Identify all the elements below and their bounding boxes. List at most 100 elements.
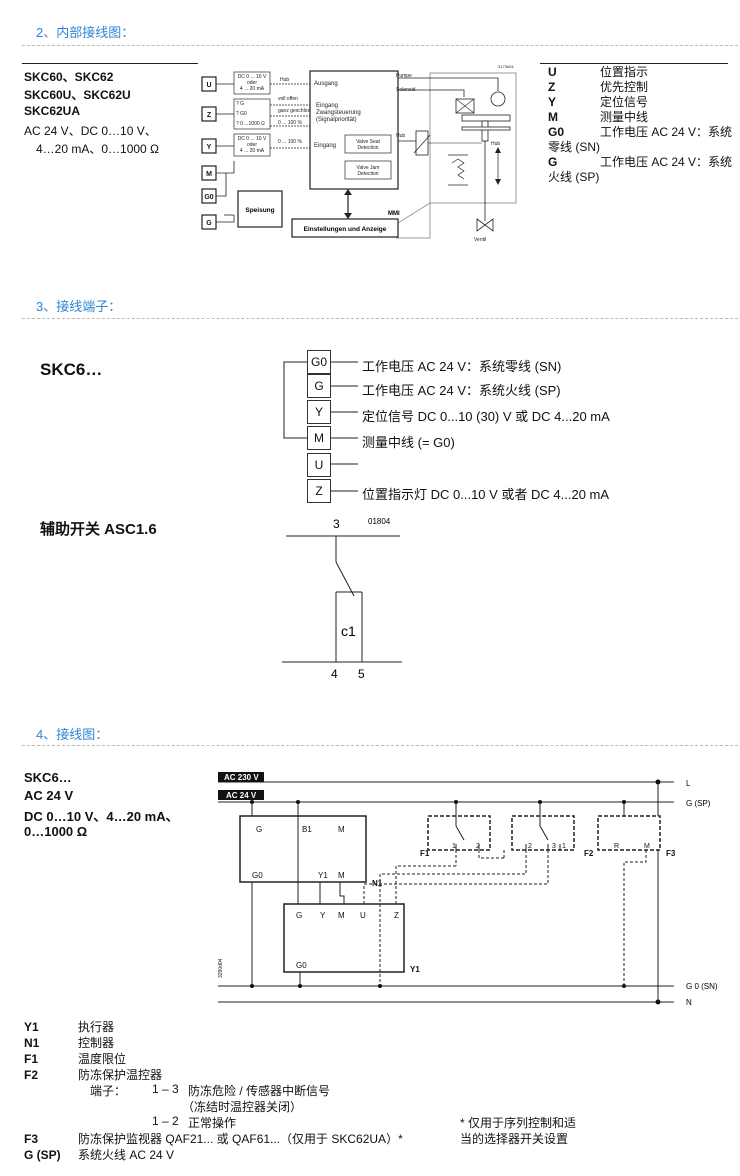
svg-text:2: 2: [476, 843, 480, 850]
f2-terminal-b-text: 正常操作: [188, 1116, 237, 1130]
svg-text:? G0: ? G0: [236, 111, 247, 117]
svg-text:Y1: Y1: [410, 965, 420, 974]
section-4-divider: [22, 745, 738, 746]
model-signal-range: 4…20 mA、0…1000 Ω: [36, 142, 160, 156]
wiring-signal: DC 0…10 V、4…20 mA、: [24, 809, 179, 824]
diag-term-g: G: [206, 220, 212, 227]
wiring-model: SKC6…: [24, 770, 72, 785]
svg-text:4 ... 20 mA: 4 ... 20 mA: [240, 86, 265, 92]
svg-text:Hub: Hub: [491, 141, 500, 147]
svg-text:0 ... 100 %: 0 ... 100 %: [278, 120, 302, 126]
svg-text:G 0 (SN): G 0 (SN): [686, 982, 718, 991]
svg-text:Ventil: Ventil: [474, 237, 486, 243]
diag-term-m: M: [206, 171, 212, 178]
svg-text:MMI: MMI: [388, 211, 400, 217]
svg-text:ganz geschlossen: ganz geschlossen: [278, 108, 318, 114]
section-3-divider: [22, 318, 738, 319]
svg-text:U: U: [360, 911, 366, 920]
svg-text:c1: c1: [341, 623, 356, 639]
terminal-desc-z: 位置指示灯 DC 0...10 V 或者 DC 4...20 mA: [362, 487, 610, 502]
internal-wiring-diagram: U Z Y M G0 G DC 0 ... 10 V oder 4 ... 20…: [198, 63, 540, 248]
svg-text:N: N: [686, 998, 692, 1007]
svg-text:1: 1: [562, 843, 566, 850]
svg-text:5: 5: [358, 667, 365, 681]
svg-text:? G: ? G: [236, 101, 244, 107]
svg-text:DC 0 ... 10 V: DC 0 ... 10 V: [238, 136, 267, 142]
svg-text:Ausgang: Ausgang: [314, 81, 338, 87]
svg-text:Z: Z: [394, 911, 399, 920]
svg-text:G0: G0: [296, 961, 307, 970]
f2-terminal-label: 端子：: [90, 1084, 127, 1098]
svg-text:Eingang: Eingang: [314, 143, 336, 149]
svg-text:F3: F3: [666, 849, 676, 858]
wiring-signal-2: 0…1000 Ω: [24, 824, 88, 839]
f2-terminal-a-key: 1 – 3: [152, 1082, 179, 1096]
terminal-desc-g: 工作电压 AC 24 V：系统火线 (SP): [362, 383, 561, 398]
diag-term-u: U: [206, 82, 211, 89]
svg-text:N1: N1: [372, 879, 383, 888]
terminal-desc-m: 测量中线 (= G0): [362, 435, 455, 450]
svg-text:DC 0 ... 10 V: DC 0 ... 10 V: [238, 74, 267, 80]
diag-term-g0: G0: [204, 194, 213, 201]
svg-text:Y1: Y1: [318, 871, 328, 880]
section-2-heading: 2、内部接线图：: [36, 25, 135, 40]
svg-text:2: 2: [528, 843, 532, 850]
footnote-line-1: * 仅用于序列控制和适: [460, 1116, 577, 1130]
svg-text:Detection: Detection: [357, 145, 378, 151]
svg-text:Zwangsteuerung: Zwangsteuerung: [316, 110, 361, 116]
legend-gsp: G (SP)系统火线 AC 24 V: [24, 1148, 175, 1162]
svg-text:oder: oder: [247, 80, 257, 86]
svg-text:Detection: Detection: [357, 171, 378, 177]
svg-text:M: M: [338, 911, 345, 920]
svg-text:B1: B1: [302, 825, 312, 834]
terminal-u: U: [307, 453, 331, 477]
terminal-g0: G0: [307, 350, 331, 374]
terminal-z: Z: [307, 479, 331, 503]
footnote-line-2: 当的选择器开关设置: [460, 1132, 569, 1146]
svg-text:? 0 ...1000 Ω: ? 0 ...1000 Ω: [236, 121, 265, 127]
svg-text:4: 4: [331, 667, 338, 681]
aux-switch-diagram: 3 01804 c1 4 5: [282, 517, 402, 681]
section-2-divider: [22, 45, 738, 46]
aux-switch-title: 辅助开关 ASC1.6: [40, 521, 157, 538]
section-4-heading: 4、接线图：: [36, 727, 109, 742]
terminal-m: M: [307, 426, 331, 450]
svg-text:F1: F1: [420, 849, 430, 858]
svg-text:G: G: [296, 911, 302, 920]
svg-text:AC 24 V: AC 24 V: [226, 791, 257, 800]
svg-text:Hub: Hub: [396, 133, 405, 139]
terminal-connector-lines: [283, 361, 358, 492]
svg-text:3: 3: [552, 843, 556, 850]
wiring-supply: AC 24 V: [24, 788, 74, 803]
svg-text:AC 230 V: AC 230 V: [224, 773, 259, 782]
svg-text:M: M: [644, 843, 650, 850]
svg-text:0 ... 100 %: 0 ... 100 %: [278, 139, 302, 145]
svg-text:Valve Seat: Valve Seat: [356, 139, 380, 145]
internal-desc-g-cont: 火线 (SP): [548, 170, 600, 184]
svg-text:G: G: [256, 825, 262, 834]
svg-text:R: R: [614, 843, 619, 850]
svg-text:3290d04: 3290d04: [218, 958, 224, 978]
svg-text:Y: Y: [320, 911, 326, 920]
svg-text:1: 1: [452, 843, 456, 850]
terminal-model: SKC6…: [40, 360, 103, 379]
svg-text:01804: 01804: [368, 517, 391, 526]
svg-text:Speisung: Speisung: [245, 207, 274, 214]
svg-text:L: L: [686, 779, 691, 788]
f2-terminal-a-text: 防冻危险 / 传感器中断信号: [188, 1084, 331, 1098]
terminal-boxes: [201, 76, 217, 230]
model-line-2: SKC60U、SKC62U: [24, 88, 131, 102]
svg-text:3173b04: 3173b04: [498, 64, 514, 69]
terminal-desc-g0: 工作电压 AC 24 V：系统零线 (SN): [362, 359, 562, 374]
model-supply: AC 24 V、DC 0…10 V、: [24, 124, 157, 138]
